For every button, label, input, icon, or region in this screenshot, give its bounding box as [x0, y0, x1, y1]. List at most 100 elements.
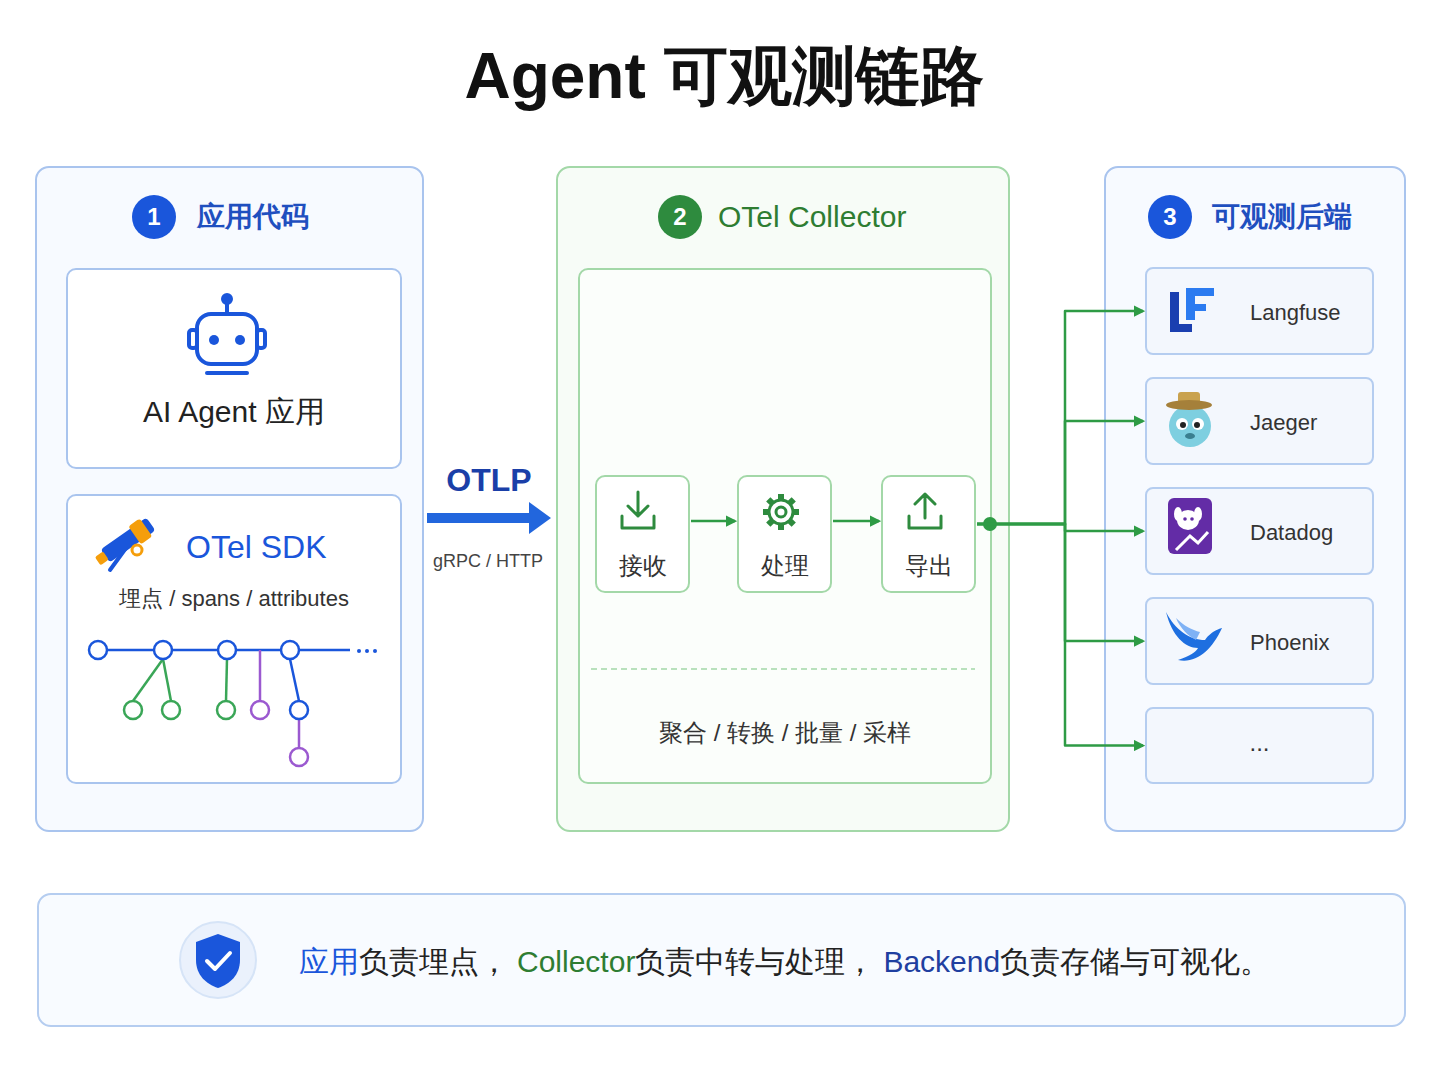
phoenix-logo: [1166, 612, 1222, 661]
span-tree-part: [163, 659, 171, 701]
shield-icon: [180, 922, 256, 998]
span-tree-part: [98, 649, 350, 652]
span-tree-part: [259, 650, 262, 701]
telescope-icon-part-part: [100, 517, 155, 562]
step-number: 3: [1148, 195, 1192, 239]
langfuse-logo-part: [1186, 288, 1195, 320]
summary-text: Backend: [883, 944, 1000, 980]
datadog-logo-part: [1174, 507, 1182, 521]
span-tree-part: [290, 701, 308, 719]
flow-arrow: [427, 502, 551, 534]
telescope-icon-part: [132, 545, 142, 555]
backend-name: Langfuse: [1250, 300, 1341, 326]
jaeger-logo: [1166, 392, 1212, 447]
connector-arrow: [977, 421, 1143, 524]
phoenix-logo-part: [1166, 612, 1222, 661]
summary-text: 负责埋点，: [359, 944, 509, 980]
summary-text: 应用: [299, 944, 359, 980]
span-tree-part: [365, 649, 369, 653]
summary-text: 负责中转与处理，: [635, 944, 875, 980]
robot-icon-part: [225, 302, 229, 314]
span-tree-part: [251, 701, 269, 719]
box-heading: OTel SDK: [186, 528, 326, 566]
sdk-box: OTel SDK 埋点 / spans / attributes: [66, 494, 402, 784]
jaeger-logo-part: [1169, 405, 1211, 447]
app-box: AI Agent 应用: [66, 268, 402, 469]
robot-icon: [189, 295, 265, 373]
span-tree: [89, 641, 377, 766]
datadog-logo: [1168, 498, 1212, 554]
langfuse-logo: [1170, 288, 1214, 332]
span-tree-part: [357, 649, 361, 653]
stage-panel: 2 OTel Collector 聚合 / 转换 / 批量 / 采样 接收 处理 导出: [556, 166, 1010, 832]
connector-arrow: [833, 520, 879, 523]
langfuse-logo-part: [1186, 304, 1206, 311]
shield-icon-part: [180, 922, 256, 998]
robot-icon-part: [197, 314, 257, 364]
step-label: 接收: [597, 552, 688, 581]
datadog-logo-part: [1190, 517, 1194, 521]
datadog-logo-part: [1168, 498, 1212, 554]
jaeger-logo-part: [1192, 418, 1204, 430]
connector-arrow: [977, 311, 1143, 524]
gear-icon-part: [792, 509, 799, 515]
span-tree-part: [154, 641, 172, 659]
panel-heading: OTel Collector: [718, 199, 906, 235]
jaeger-logo-part: [1176, 418, 1188, 430]
datadog-logo-part: [1177, 510, 1199, 530]
summary-band: 应用负责埋点，Collector负责中转与处理，Backend负责存储与可视化。: [37, 893, 1406, 1027]
box-body: 埋点 / spans / attributes: [68, 586, 400, 612]
diagram-title: Agent 可观测链路: [0, 38, 1448, 115]
summary-text: 负责存储与可视化。: [1000, 944, 1270, 980]
span-tree-part: [217, 701, 235, 719]
backend-name: Jaeger: [1250, 410, 1317, 436]
langfuse-logo-part: [1186, 288, 1214, 296]
gear-icon-part: [766, 497, 775, 506]
jaeger-logo-part: [1166, 400, 1212, 410]
jaeger-logo-part: [1180, 422, 1186, 428]
panel-heading: 可观测后端: [1212, 200, 1352, 234]
jaeger-logo-part: [1194, 422, 1200, 428]
telescope-icon-part: [110, 548, 126, 570]
datadog-logo-part: [1194, 507, 1202, 521]
connector-arrow: [977, 524, 1143, 746]
more-marker: ...: [1147, 729, 1372, 758]
dashed-divider: [591, 668, 975, 670]
langfuse-logo-part: [1170, 292, 1179, 332]
backend-box: Jaeger: [1145, 377, 1374, 465]
shield-icon-part: [196, 934, 240, 988]
gear-icon-part: [787, 518, 796, 527]
gear-icon-part: [763, 509, 770, 515]
pipeline-note: 聚合 / 转换 / 批量 / 采样: [580, 719, 990, 748]
span-tree-part: [89, 641, 107, 659]
robot-icon-part: [235, 335, 245, 345]
download-icon: [622, 492, 654, 528]
step-label: 处理: [739, 552, 830, 581]
backend-name: Phoenix: [1250, 630, 1330, 656]
download-icon-part: [622, 492, 654, 528]
span-tree-part: [298, 719, 301, 748]
telescope-icon-part-part: [128, 518, 152, 544]
span-tree-part: [133, 659, 163, 701]
step-number: 2: [658, 195, 702, 239]
gear-icon-part: [778, 523, 784, 530]
datadog-logo-part: [1176, 532, 1208, 550]
connector-arrow: [691, 520, 735, 523]
telescope-icon-part-part: [95, 551, 109, 565]
pipeline-box: 聚合 / 转换 / 批量 / 采样 接收 处理 导出: [578, 268, 992, 784]
telescope-icon-part: [91, 515, 157, 570]
backend-box: Datadog: [1145, 487, 1374, 575]
gear-icon-part: [787, 497, 796, 506]
summary-row: 应用负责埋点，Collector负责中转与处理，Backend负责存储与可视化。: [299, 944, 1270, 980]
robot-icon-part: [209, 335, 219, 345]
summary-text: Collector: [517, 944, 635, 980]
span-tree-part: [162, 701, 180, 719]
robot-icon-part: [223, 295, 231, 303]
jaeger-logo-part: [1178, 392, 1200, 405]
connector-arrow: [977, 524, 1143, 531]
robot-icon-part: [257, 330, 265, 348]
process-box: 导出: [881, 475, 976, 593]
backend-box: Langfuse: [1145, 267, 1374, 355]
